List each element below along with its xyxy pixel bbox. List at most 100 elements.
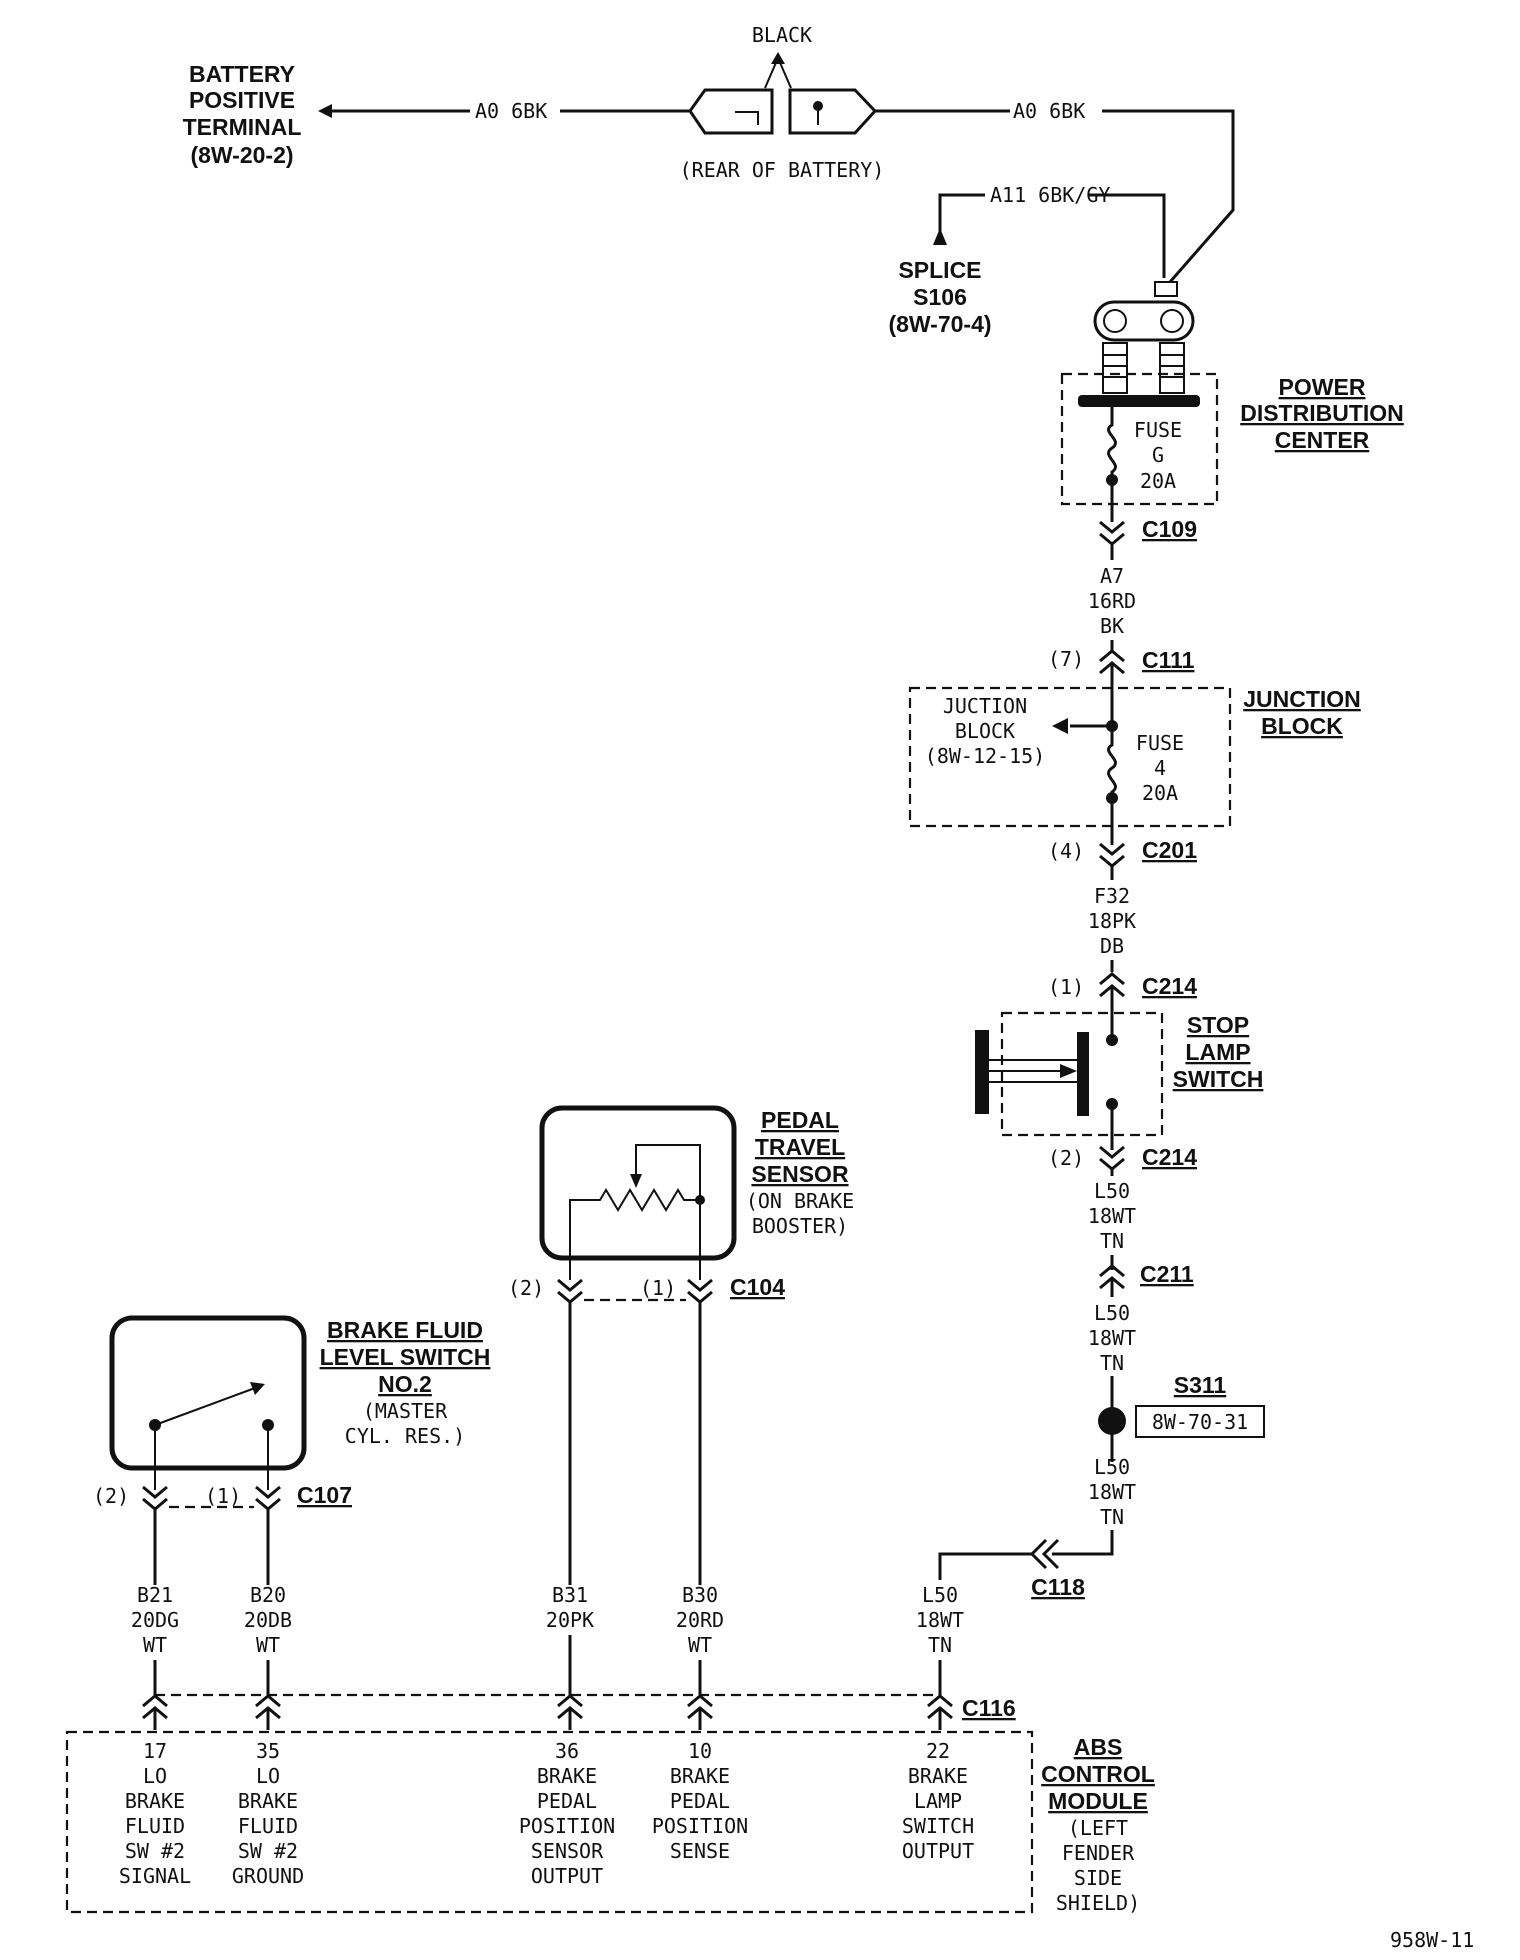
c109-connector-icon	[1098, 520, 1126, 546]
svg-text:(LEFT: (LEFT	[1068, 1816, 1128, 1840]
c109-label: C109	[1142, 516, 1197, 542]
svg-text:NO.2: NO.2	[378, 1371, 432, 1397]
fuse-g-label: FUSE G 20A	[1134, 418, 1182, 493]
svg-text:LAMP: LAMP	[914, 1789, 962, 1813]
connector-color-label: BLACK	[752, 23, 812, 47]
svg-text:ABS: ABS	[1074, 1734, 1123, 1760]
svg-text:SWITCH: SWITCH	[1173, 1066, 1264, 1092]
svg-text:BRAKE: BRAKE	[125, 1789, 185, 1813]
svg-text:18PK: 18PK	[1088, 909, 1136, 933]
svg-text:JUNCTION: JUNCTION	[1243, 686, 1361, 712]
c118-label: C118	[1031, 1574, 1085, 1600]
svg-text:20DG: 20DG	[131, 1608, 179, 1632]
c214-bottom-pin-label: (2)	[1048, 1146, 1084, 1170]
svg-text:POSITIVE: POSITIVE	[189, 87, 295, 113]
svg-text:SENSOR: SENSOR	[531, 1839, 604, 1863]
svg-text:SHIELD): SHIELD)	[1056, 1891, 1140, 1915]
svg-text:18WT: 18WT	[1088, 1204, 1136, 1228]
s311-ref-box	[1135, 1405, 1265, 1438]
svg-text:POWER: POWER	[1279, 374, 1366, 400]
svg-text:TN: TN	[1100, 1505, 1124, 1529]
battery-connector	[688, 52, 878, 135]
stop-lamp-switch-label: STOP LAMP SWITCH	[1173, 1012, 1264, 1092]
svg-text:SENSE: SENSE	[670, 1839, 730, 1863]
svg-text:F32: F32	[1094, 884, 1130, 908]
svg-text:FUSE: FUSE	[1136, 731, 1184, 755]
svg-text:WT: WT	[143, 1633, 167, 1657]
c107-pin1-connector-icon	[254, 1485, 282, 1511]
svg-text:(8W-70-4): (8W-70-4)	[888, 311, 991, 337]
wire-b21-label: B21 20DG WT	[131, 1583, 179, 1657]
brake-fluid-switch-location: (MASTER CYL. RES.)	[345, 1399, 465, 1448]
svg-text:20A: 20A	[1140, 469, 1176, 493]
svg-text:20A: 20A	[1142, 781, 1178, 805]
svg-text:FENDER: FENDER	[1062, 1841, 1135, 1865]
svg-text:20PK: 20PK	[546, 1608, 594, 1632]
svg-text:LO: LO	[256, 1764, 280, 1788]
svg-text:SIDE: SIDE	[1074, 1866, 1122, 1890]
svg-text:18WT: 18WT	[916, 1608, 964, 1632]
brake-fluid-switch-box	[109, 1315, 307, 1471]
svg-text:(8W-12-15): (8W-12-15)	[925, 744, 1045, 768]
svg-text:(MASTER: (MASTER	[363, 1399, 448, 1423]
junction-block-box	[908, 686, 1232, 828]
fuse-g-icon	[1107, 407, 1117, 522]
svg-text:BATTERY: BATTERY	[189, 61, 295, 87]
pdc-box	[1060, 372, 1219, 506]
wire-b20-label: B20 20DB WT	[244, 1583, 292, 1657]
c201-pin-label: (4)	[1048, 839, 1084, 863]
svg-text:FLUID: FLUID	[125, 1814, 185, 1838]
svg-text:35: 35	[256, 1739, 280, 1763]
svg-text:BLOCK: BLOCK	[955, 719, 1015, 743]
battery-arrow-icon	[318, 104, 332, 118]
svg-text:16RD: 16RD	[1088, 589, 1136, 613]
svg-text:PEDAL: PEDAL	[761, 1107, 839, 1133]
svg-text:LO: LO	[143, 1764, 167, 1788]
c201-label: C201	[1142, 837, 1197, 863]
figure-code: 958W-11	[1390, 1928, 1474, 1952]
c104-pin1-connector-icon	[686, 1278, 714, 1304]
wire-l50-d-label: L50 18WT TN	[916, 1583, 964, 1657]
c214-bottom-label: C214	[1142, 1144, 1197, 1170]
svg-text:OUTPUT: OUTPUT	[902, 1839, 974, 1863]
svg-text:CYL. RES.): CYL. RES.)	[345, 1424, 465, 1448]
s311-label: S311	[1174, 1372, 1227, 1398]
svg-text:20RD: 20RD	[676, 1608, 724, 1632]
c104-pin1-label: (1)	[640, 1276, 676, 1300]
abs-pin-36-label: 36 BRAKE PEDAL POSITION SENSOR OUTPUT	[519, 1739, 615, 1888]
svg-text:WT: WT	[256, 1633, 280, 1657]
svg-text:BRAKE FLUID: BRAKE FLUID	[327, 1317, 483, 1343]
splice-s311-icon	[1098, 1407, 1126, 1435]
wire-l50-b-label: L50 18WT TN	[1088, 1301, 1136, 1375]
c214-top-pin-label: (1)	[1048, 975, 1084, 999]
pedal-travel-sensor-location: (ON BRAKE BOOSTER)	[746, 1189, 854, 1238]
svg-text:17: 17	[143, 1739, 167, 1763]
svg-text:TERMINAL: TERMINAL	[183, 114, 302, 140]
svg-text:BRAKE: BRAKE	[238, 1789, 298, 1813]
abs-control-module-label: ABS CONTROL MODULE	[1041, 1734, 1155, 1814]
abs-pin-10-label: 10 BRAKE PEDAL POSITION SENSE	[652, 1739, 748, 1863]
c107-pin2-label: (2)	[93, 1484, 129, 1508]
svg-text:B21: B21	[137, 1583, 173, 1607]
pedal-travel-sensor-label: PEDAL TRAVEL SENSOR	[751, 1107, 849, 1187]
pdc-stud-icon	[1078, 281, 1200, 407]
svg-text:FUSE: FUSE	[1134, 418, 1182, 442]
wire-l50-a-label: L50 18WT TN	[1088, 1179, 1136, 1253]
svg-text:POSITION: POSITION	[519, 1814, 615, 1838]
svg-text:POSITION: POSITION	[652, 1814, 748, 1838]
abs-pin-22-label: 22 BRAKE LAMP SWITCH OUTPUT	[902, 1739, 974, 1863]
c107-label: C107	[297, 1482, 352, 1508]
fuse-4-label: FUSE 4 20A	[1136, 731, 1184, 805]
brake-fluid-switch-label: BRAKE FLUID LEVEL SWITCH NO.2	[320, 1317, 491, 1397]
svg-text:B20: B20	[250, 1583, 286, 1607]
wire-a11-label: A11 6BK/GY	[990, 183, 1110, 207]
svg-text:4: 4	[1154, 756, 1166, 780]
svg-text:GROUND: GROUND	[232, 1864, 304, 1888]
wire-f32-label: F32 18PK DB	[1088, 884, 1136, 958]
c214-bottom-connector-icon	[1098, 1145, 1126, 1171]
svg-text:OUTPUT: OUTPUT	[531, 1864, 603, 1888]
svg-text:PEDAL: PEDAL	[670, 1789, 730, 1813]
svg-text:20DB: 20DB	[244, 1608, 292, 1632]
svg-text:BRAKE: BRAKE	[670, 1764, 730, 1788]
